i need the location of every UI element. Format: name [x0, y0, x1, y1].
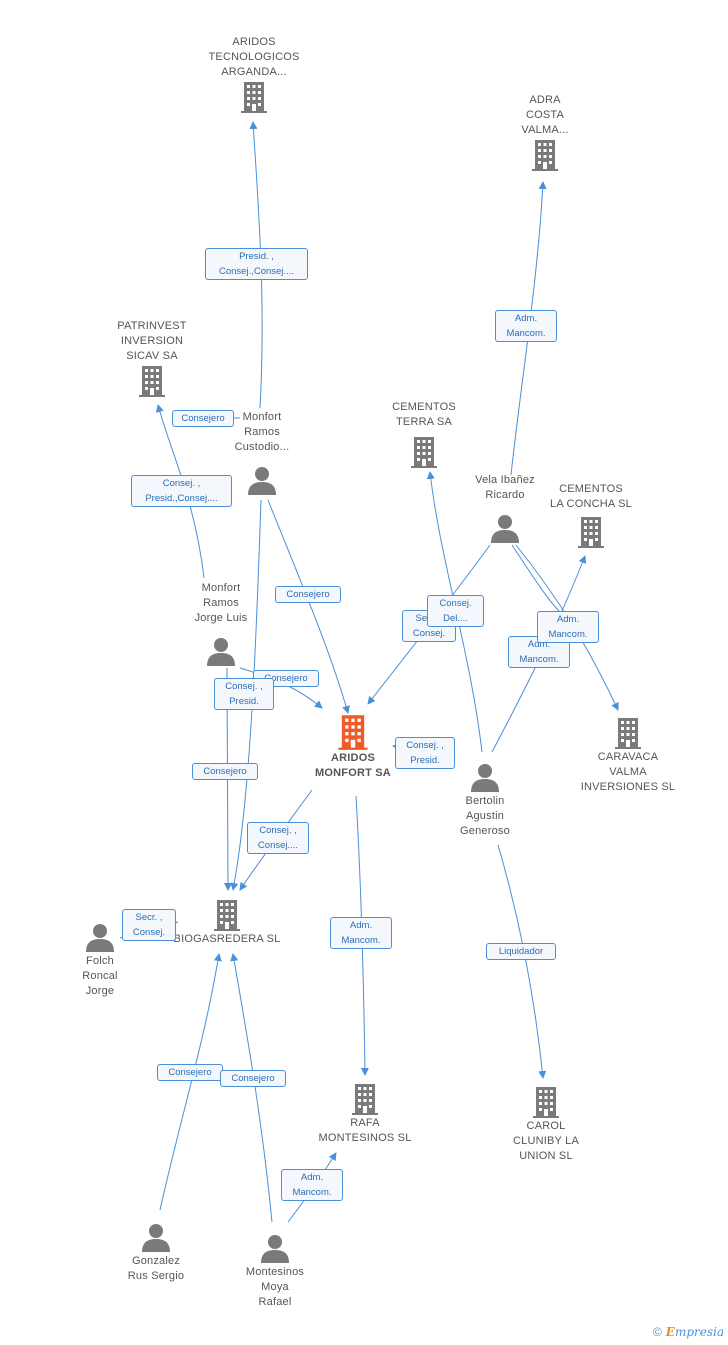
edge-bertolin-carol	[497, 844, 547, 1079]
node-biogasredera[interactable]: BIOGASREDERA SL	[167, 898, 287, 947]
edge-gonzalez-biogasredera	[159, 953, 222, 1211]
relation-label[interactable]: Consejero	[275, 586, 341, 603]
edge-custodio-aridos-monfort	[267, 499, 350, 714]
person-icon	[207, 638, 235, 666]
relation-label[interactable]: Consej. ,Presid.	[214, 678, 274, 710]
edge-custodio-biogasredera	[230, 499, 262, 891]
building-icon	[241, 82, 267, 113]
relation-label[interactable]: Adm.Mancom.	[281, 1169, 343, 1201]
person-icon	[471, 764, 499, 792]
relation-label[interactable]: Consejero	[157, 1064, 223, 1081]
relation-label[interactable]: Consejero	[220, 1070, 286, 1087]
relation-label[interactable]: Consejero	[172, 410, 234, 427]
relation-label[interactable]: Consejero	[192, 763, 258, 780]
relation-label[interactable]: Adm.Mancom.	[495, 310, 557, 342]
building-icon	[615, 718, 641, 749]
building-icon	[214, 900, 240, 931]
relation-label[interactable]: Consej. ,Presid.	[395, 737, 455, 769]
person-icon	[142, 1224, 170, 1252]
relation-label[interactable]: Adm.Mancom.	[330, 917, 392, 949]
building-icon	[578, 517, 604, 548]
building-icon	[411, 437, 437, 468]
relation-label[interactable]: Consej.Del....	[427, 595, 484, 627]
building-icon	[338, 715, 368, 750]
relation-label[interactable]: Secr. ,Consej.	[122, 909, 176, 941]
relation-label[interactable]: Presid. ,Consej.,Consej....	[205, 248, 308, 280]
relation-label[interactable]: Consej. ,Presid.,Consej....	[131, 475, 232, 507]
building-icon	[139, 366, 165, 397]
empresia-logo[interactable]: ©Empresia	[652, 1325, 724, 1339]
edge-montesinos-biogasredera	[230, 953, 273, 1223]
building-icon	[352, 1084, 378, 1115]
relation-label[interactable]: Adm.Mancom.	[537, 611, 599, 643]
person-icon	[261, 1235, 289, 1263]
relation-label[interactable]: Liquidador	[486, 943, 556, 960]
person-icon	[491, 515, 519, 543]
person-icon	[248, 467, 276, 495]
node-label: BIOGASREDERA SL	[173, 933, 281, 945]
edge-vela-la-concha	[511, 544, 561, 613]
relation-label[interactable]: Consej. ,Consej....	[247, 822, 309, 854]
building-icon	[532, 140, 558, 171]
person-icon	[86, 924, 114, 952]
building-icon	[533, 1087, 559, 1118]
